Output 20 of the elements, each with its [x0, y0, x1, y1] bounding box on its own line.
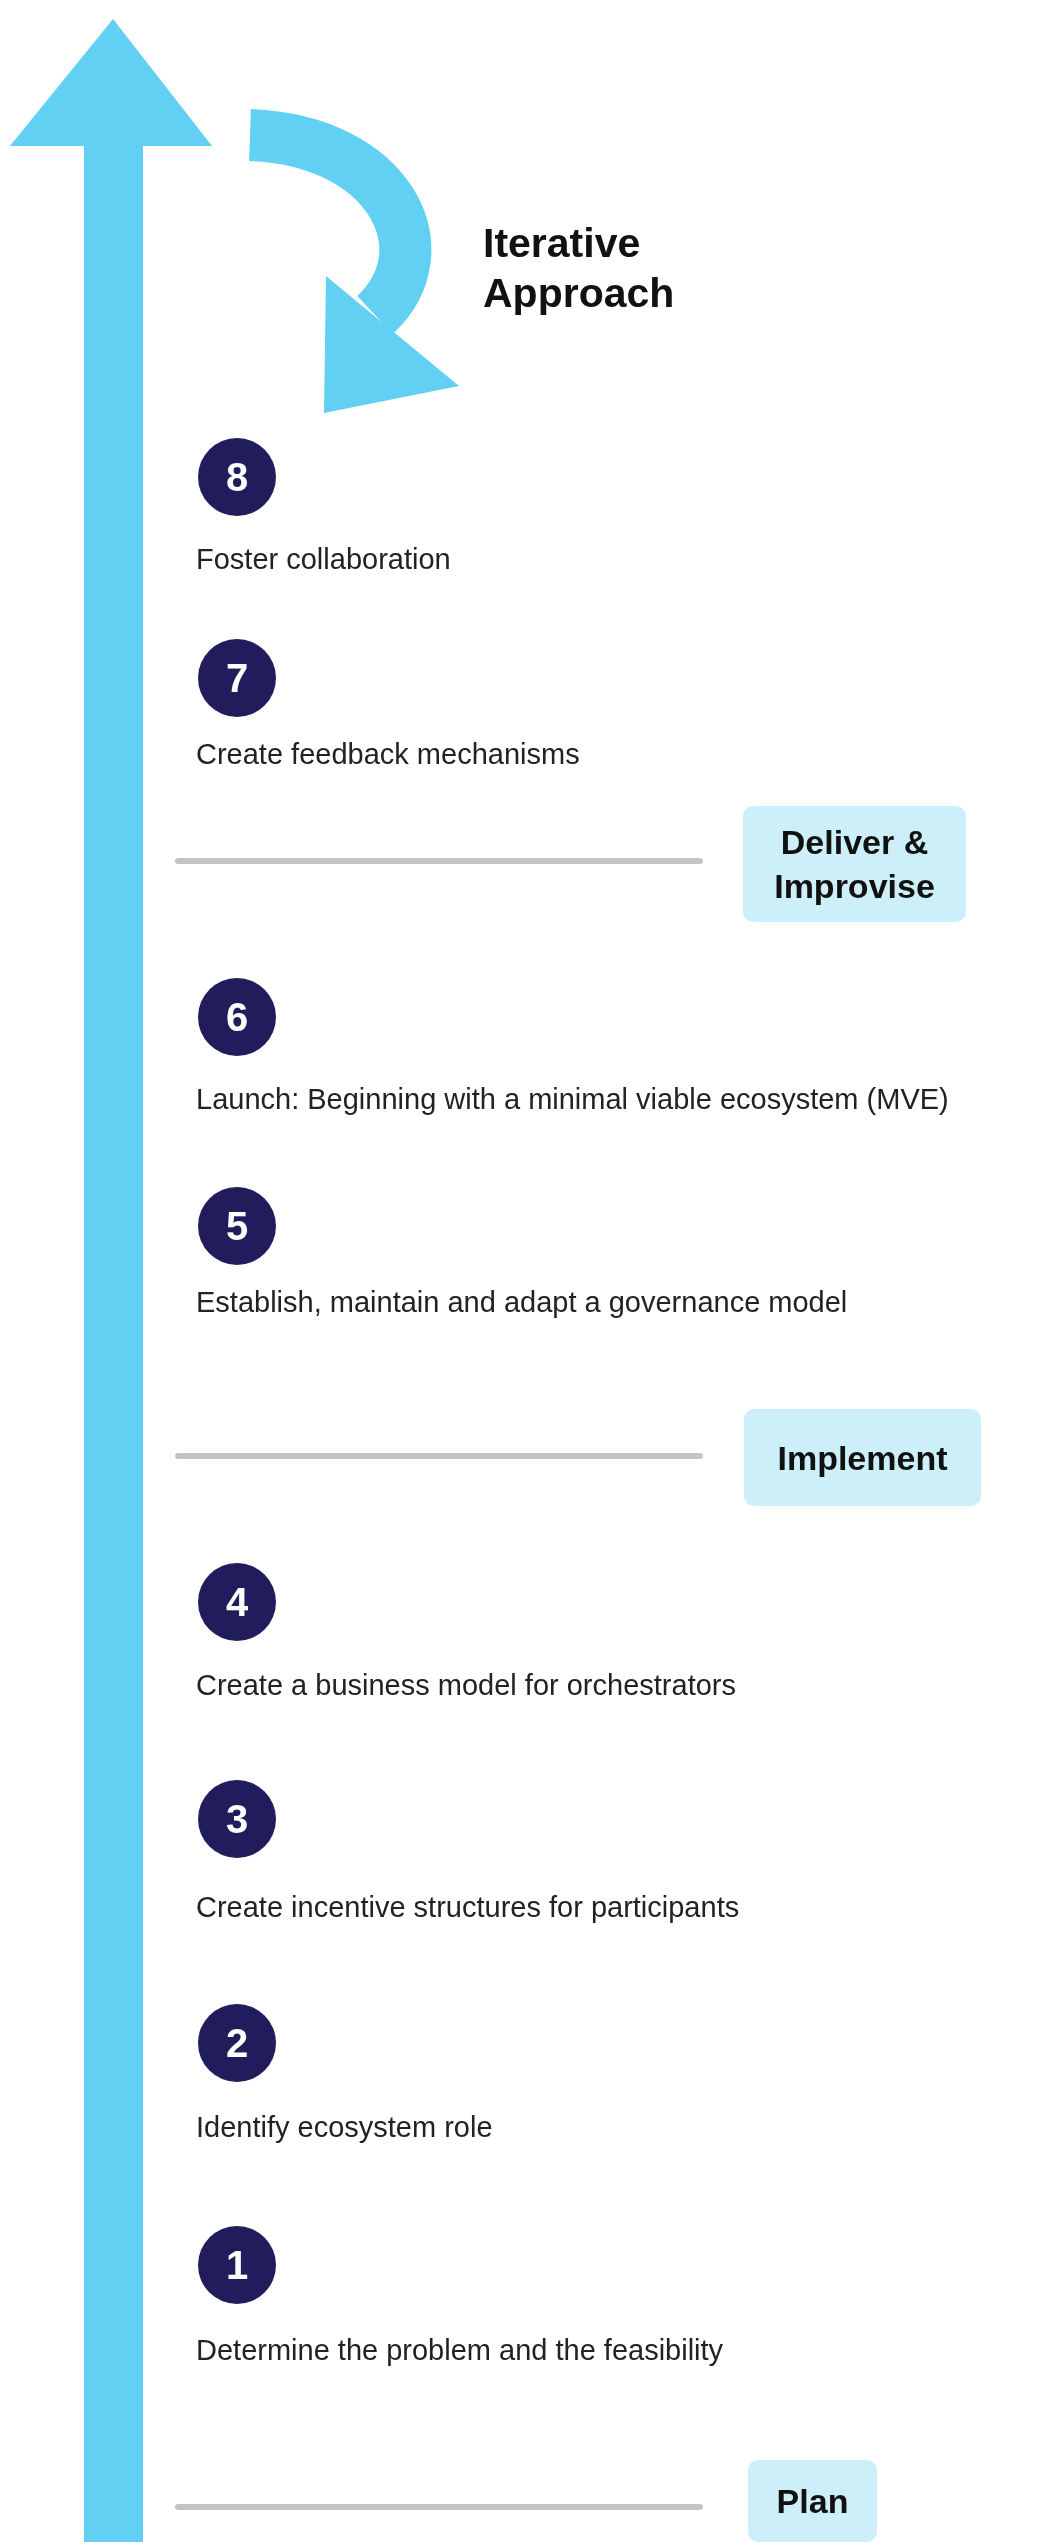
step-description: Determine the problem and the feasibility: [196, 2333, 724, 2368]
phase-label-box: Plan: [748, 2460, 877, 2542]
step-number-circle: 5: [198, 1187, 276, 1265]
arrow-caption: Iterative Approach: [483, 219, 676, 318]
step-description: Create feedback mechanisms: [196, 737, 580, 772]
step-number-circle: 2: [198, 2004, 276, 2082]
step-number-circle: 7: [198, 639, 276, 717]
step-number-circle: 1: [198, 2226, 276, 2304]
step-description: Identify ecosystem role: [196, 2110, 493, 2145]
step-description: Launch: Beginning with a minimal viable ecosystem (MVE): [196, 1082, 949, 1117]
step-description: Establish, maintain and adapt a governance model: [196, 1285, 848, 1320]
step-number-circle: 6: [198, 978, 276, 1056]
step-description: Create a business model for orchestrators: [196, 1668, 736, 1703]
phase-label-box: Deliver & Improvise: [743, 806, 966, 922]
phase-label-box: Implement: [744, 1409, 981, 1506]
step-number-circle: 4: [198, 1563, 276, 1641]
step-number-circle: 8: [198, 438, 276, 516]
step-description: Foster collaboration: [196, 542, 451, 577]
step-description: Create incentive structures for participants: [196, 1890, 740, 1925]
step-number-circle: 3: [198, 1780, 276, 1858]
